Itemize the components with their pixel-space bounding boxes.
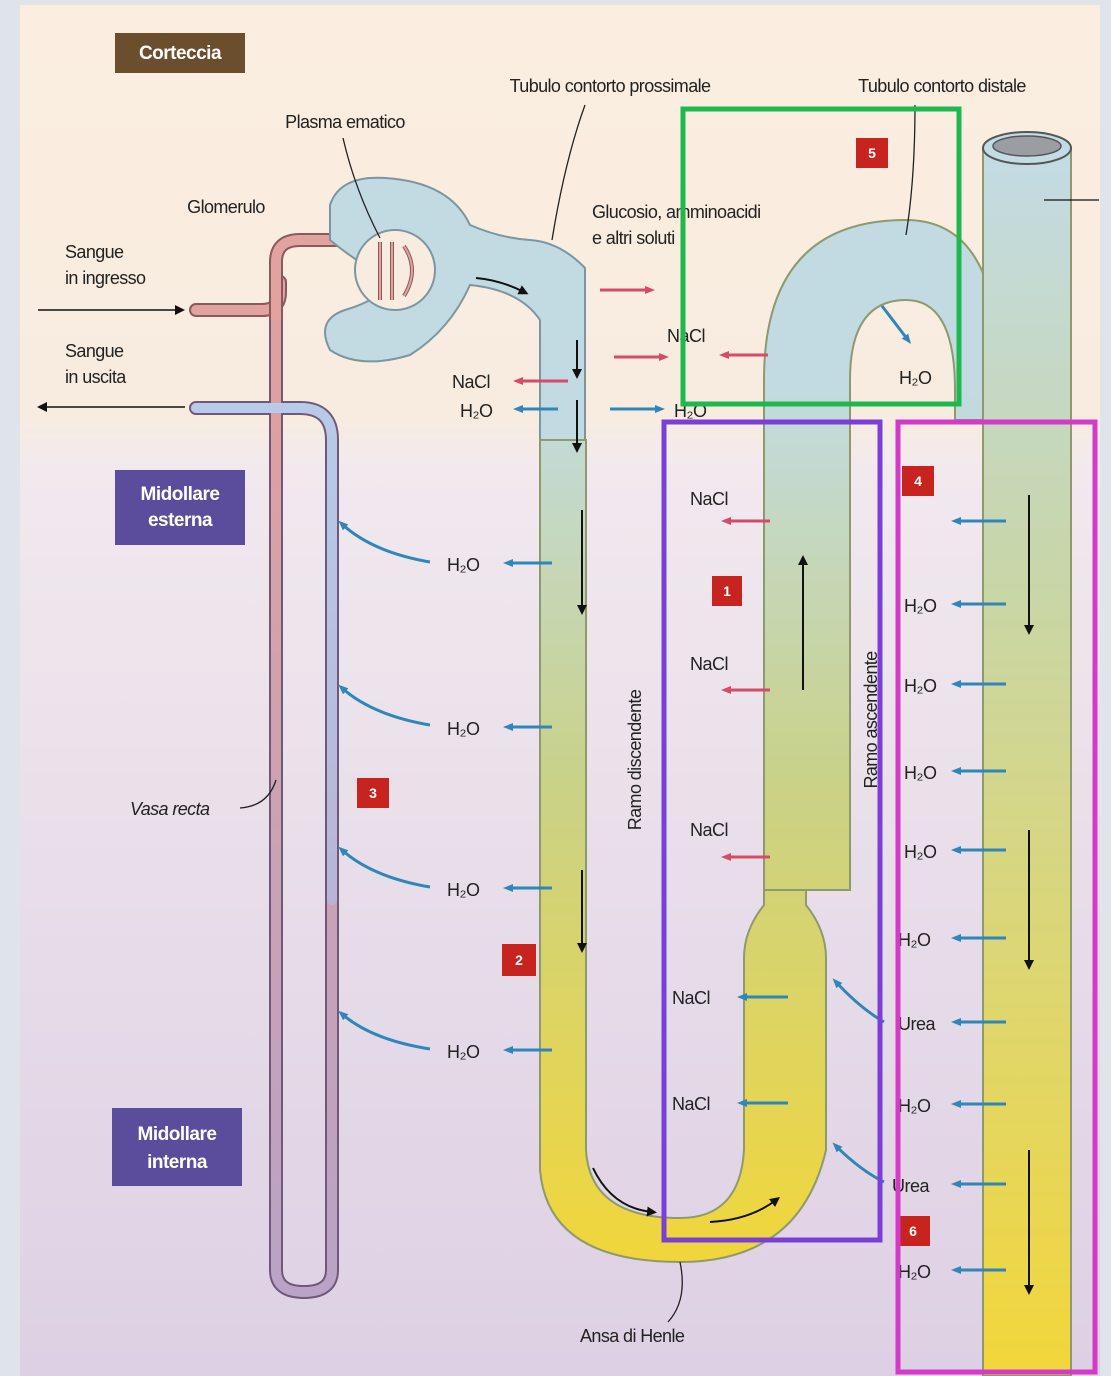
- outer-medulla-label-line2: esterna: [148, 510, 213, 531]
- water-label-desc-4: H₂O: [447, 1042, 480, 1062]
- nacl-label-asc-1: NaCl: [690, 489, 728, 509]
- water-label-cd-2: H₂O: [904, 676, 937, 696]
- nacl-label-asc-3: NaCl: [690, 820, 728, 840]
- water-label-cd-1: H₂O: [904, 596, 937, 616]
- svg-text:6: 6: [909, 1223, 917, 1239]
- svg-text:2: 2: [515, 952, 523, 968]
- inner-medulla-label-line2: interna: [147, 1152, 208, 1173]
- nacl-label-cortex-2: NaCl: [452, 372, 490, 392]
- solutes-label-line2: e altri soluti: [592, 228, 675, 248]
- svg-text:4: 4: [914, 473, 922, 489]
- nacl-label-cortex-1: NaCl: [667, 326, 705, 346]
- outer-medulla-zone-box: [115, 470, 245, 545]
- svg-text:5: 5: [868, 145, 876, 161]
- nacl-label-asc-4: NaCl: [672, 988, 710, 1008]
- urea-label-cd-1: Urea: [898, 1014, 937, 1034]
- water-label-cd-7: H₂O: [898, 1262, 931, 1282]
- water-label-cd-5: H₂O: [898, 930, 931, 950]
- proximal-tubule-label: Tubulo contorto prossimale: [510, 76, 711, 96]
- water-label-distal: H₂O: [899, 368, 932, 388]
- cortex-zone-label: Corteccia: [139, 43, 222, 64]
- outer-medulla-label-line1: Midollare: [141, 484, 220, 505]
- blood-out-label-line1: Sangue: [65, 341, 124, 361]
- water-label-desc-3: H₂O: [447, 880, 480, 900]
- inner-medulla-label-line1: Midollare: [138, 1124, 217, 1145]
- nacl-label-asc-5: NaCl: [672, 1094, 710, 1114]
- vasa-recta-label: Vasa recta: [130, 799, 210, 819]
- water-label-cd-4: H₂O: [904, 842, 937, 862]
- blood-in-label-line2: in ingresso: [65, 268, 146, 288]
- solutes-label-line1: Glucosio, amminoacidi: [592, 202, 760, 222]
- blood-in-label-line1: Sangue: [65, 242, 124, 262]
- descending-limb-label: Ramo discendente: [625, 689, 645, 830]
- glomerulus-label: Glomerulo: [187, 197, 265, 217]
- water-label-cd-3: H₂O: [904, 763, 937, 783]
- svg-text:3: 3: [369, 785, 377, 801]
- nacl-label-asc-2: NaCl: [690, 654, 728, 674]
- blood-out-label-line2: in uscita: [65, 367, 127, 387]
- blood-plasma-label: Plasma ematico: [285, 112, 405, 132]
- water-label-cd-6: H₂O: [898, 1096, 931, 1116]
- water-label-desc-1: H₂O: [447, 555, 480, 575]
- water-label-cortex-1: H₂O: [460, 401, 493, 421]
- water-label-desc-2: H₂O: [447, 719, 480, 739]
- svg-text:1: 1: [723, 583, 731, 599]
- loop-of-henle-label: Ansa di Henle: [580, 1326, 685, 1346]
- distal-tubule-label: Tubulo contorto distale: [858, 76, 1026, 96]
- collecting-duct: [983, 132, 1071, 1376]
- inner-medulla-zone-box: [112, 1108, 242, 1186]
